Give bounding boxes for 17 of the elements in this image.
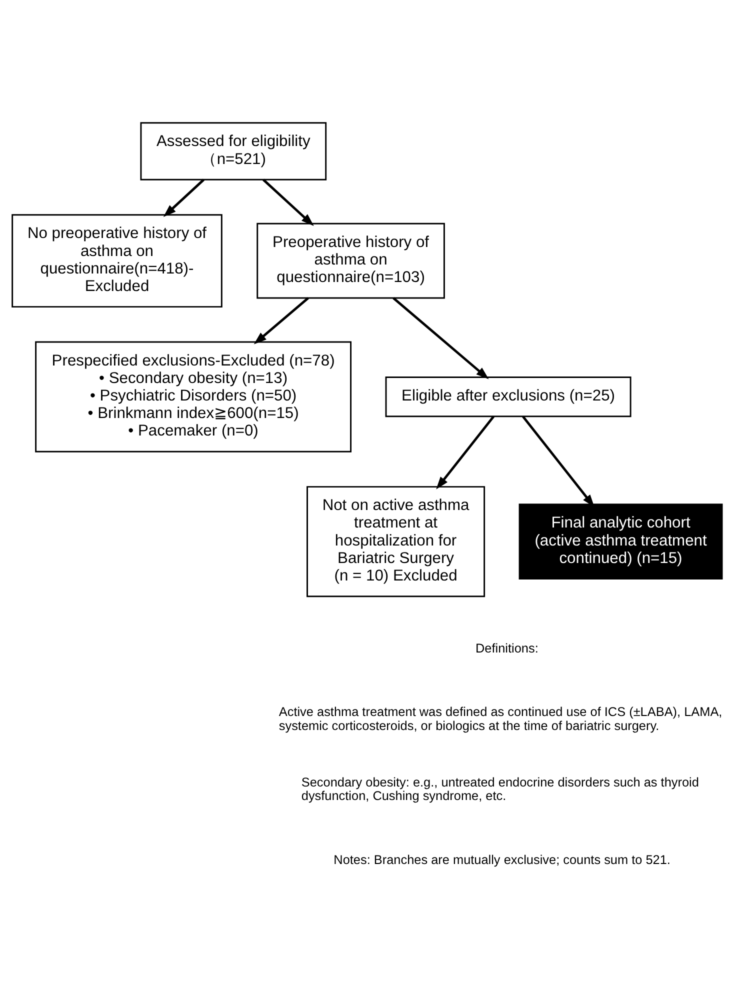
arrow	[522, 415, 594, 507]
node-box: Assessed for eligibility （n=521)	[140, 122, 327, 180]
label: Definitions:	[476, 640, 538, 656]
node-box: No preoperative history of asthma on questionnaire(n=418)- Excluded	[12, 214, 222, 308]
label: Secondary obesity: e.g., untreated endocrine disorders such as thyroid dysfunction, Cushing syndrome, etc.	[301, 774, 699, 803]
node-box: Final analytic cohort (active asthma treatment continued) (n=15)	[518, 503, 723, 579]
node-box: Prespecified exclusions-Excluded (n=78) • Secondary obesity (n=13) • Psychiatric Disorders (n=50) • Brinkmann index≧600(n=15) • Pacemaker (n=0)	[35, 340, 352, 452]
label: Active asthma treatment was defined as continued use of ICS (±LABA), LAMA, systemic corticosteroids, or biologics at the time of bariatric surgery.	[278, 704, 722, 732]
arrow	[163, 178, 205, 216]
arrow	[254, 296, 309, 344]
node-box: Not on active asthma treatment at hospitalization for Bariatric Surgery (n = 10) Excluded	[306, 486, 486, 597]
arrow	[392, 296, 489, 379]
arrow	[436, 415, 495, 489]
label: Notes: Branches are mutually exclusive; counts sum to 521.	[334, 851, 670, 866]
node-box: Preoperative history of asthma on questionnaire(n=103)	[256, 222, 445, 298]
node-box: Eligible after exclusions (n=25)	[385, 376, 632, 417]
arrow	[262, 178, 314, 226]
